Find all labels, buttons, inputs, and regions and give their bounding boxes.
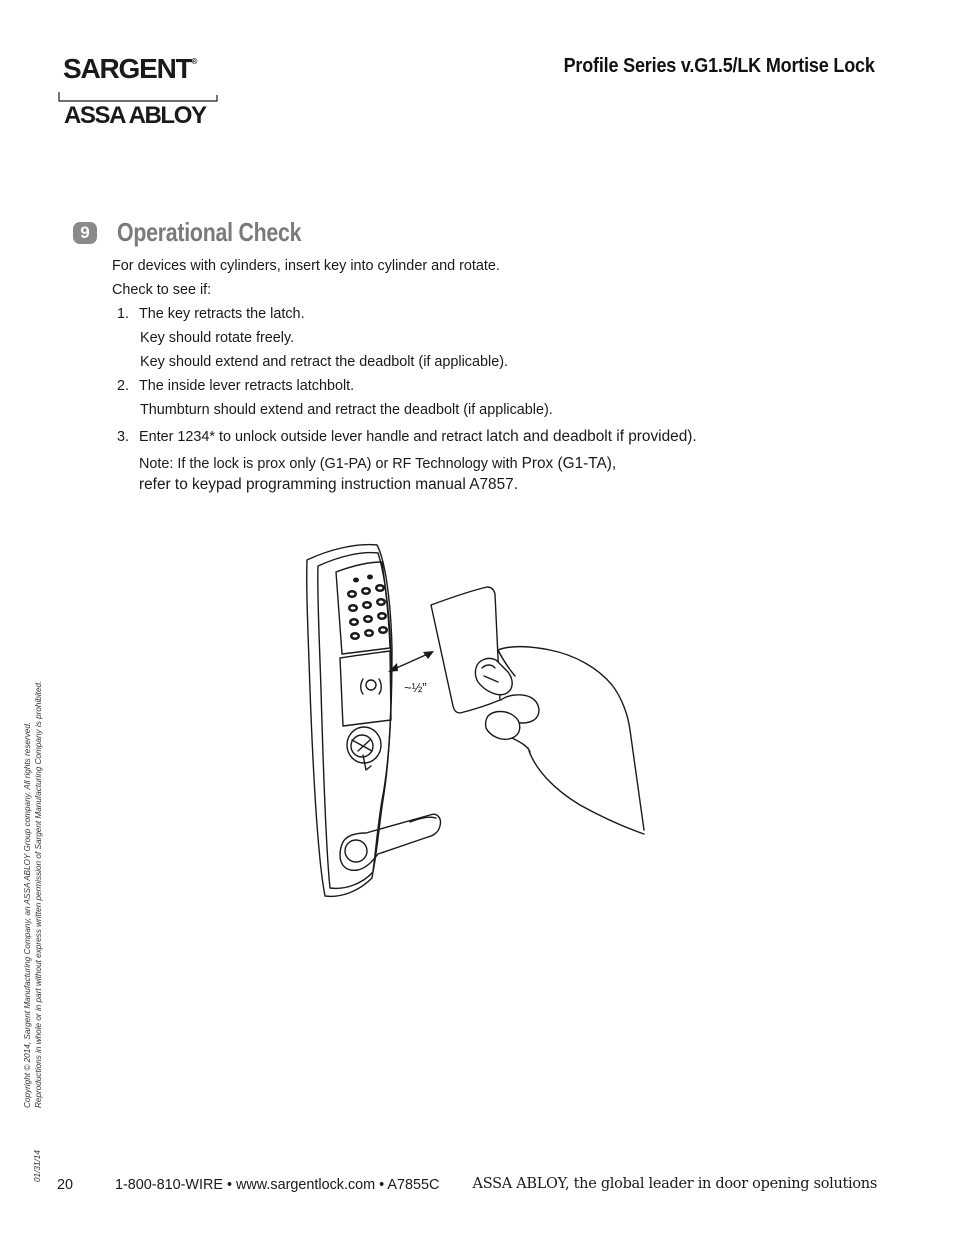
item-3-number: 3. [117, 429, 130, 445]
footer-tagline: ASSA ABLOY, the global leader in door op… [472, 1176, 878, 1192]
item-3-note-line-2: refer to keypad programming instruction … [139, 476, 518, 493]
logo-sargent-wordmark: SARGENT® [63, 53, 198, 84]
document-title: Profile Series v.G1.5/LK Mortise Lock [563, 55, 875, 77]
distance-label: ~½” [404, 680, 427, 695]
copyright-line-2: Reproductions in whole or in part withou… [34, 680, 43, 1108]
item-3-note: Note: If the lock is prox only (G1-PA) o… [139, 455, 617, 472]
intro-text: For devices with cylinders, insert key i… [112, 258, 500, 274]
item-1-number: 1. [117, 306, 130, 322]
page-number: 20 [57, 1177, 74, 1193]
footer-contact: 1-800-810-WIRE • www.sargentlock.com • A… [115, 1177, 440, 1193]
item-1-sub-1: Key should rotate freely. [140, 330, 295, 346]
item-2-number: 2. [117, 378, 130, 394]
item-1-text: The key retracts the latch. [139, 306, 305, 322]
side-copyright: Copyright © 2014, Sargent Manufacturing … [22, 681, 44, 1108]
item-2-sub-1: Thumbturn should extend and retract the … [140, 402, 553, 418]
item-3-text: Enter 1234* to unlock outside lever hand… [139, 428, 697, 445]
copyright-line-1: Copyright © 2014, Sargent Manufacturing … [23, 721, 32, 1108]
item-1-sub-2: Key should extend and retract the deadbo… [140, 354, 508, 370]
check-label: Check to see if: [112, 282, 212, 298]
logo-divider [58, 92, 218, 102]
lock-illustration: ~½” [306, 543, 645, 898]
item-2-text: The inside lever retracts latchbolt. [139, 378, 355, 394]
logo-assa-abloy-wordmark: ASSA ABLOY [64, 102, 207, 129]
section-title: Operational Check [117, 217, 302, 247]
step-number-badge: 9 [73, 222, 97, 244]
side-date: 01/31/14 [33, 1150, 42, 1182]
